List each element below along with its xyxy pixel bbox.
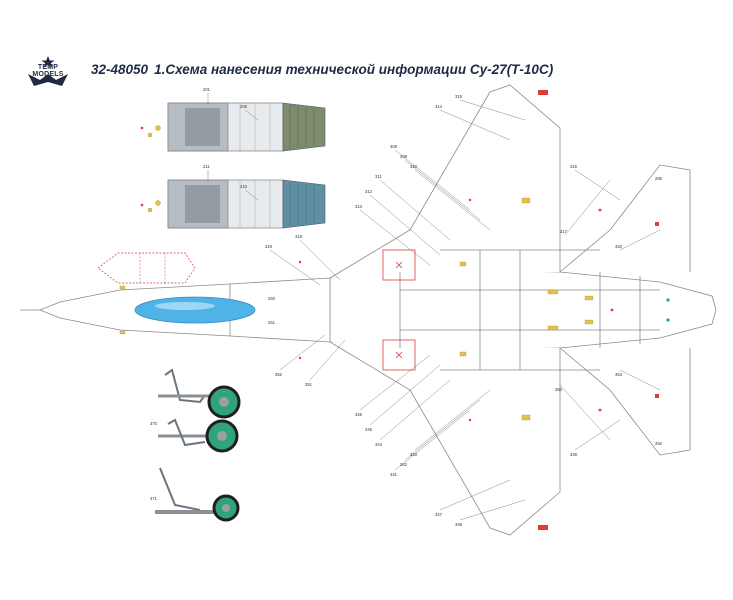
logo-emblem (28, 56, 68, 86)
main-gear-2 (158, 418, 239, 453)
callout: 343 (410, 452, 418, 457)
kit-code: 32-48050 (91, 62, 149, 77)
callout: 351 (305, 382, 313, 387)
callout: 261 (268, 320, 276, 325)
callout: 313 (355, 204, 363, 209)
callout: 201 (203, 87, 211, 92)
callout: 309 (400, 154, 408, 159)
callout: 260 (268, 296, 276, 301)
canopy-side-panel (97, 252, 196, 284)
engine-nozzle-top (167, 102, 326, 152)
callout: 315 (455, 94, 463, 99)
callout: 346 (355, 412, 363, 417)
nose-gear (155, 467, 240, 522)
callout: 317 (560, 229, 568, 234)
main-gear-1 (158, 368, 241, 419)
callout: 344 (375, 442, 383, 447)
leader-lines (207, 93, 661, 521)
callout: 211 (203, 164, 210, 169)
callout: 314 (435, 104, 443, 109)
callout: 310 (410, 164, 418, 169)
callout: 352 (275, 372, 283, 377)
temp-models-logo: TEMP MODELS (22, 56, 74, 96)
callout: 348 (455, 522, 463, 527)
callout: 341 (390, 472, 398, 477)
page-title: 32-48050 1.Схема нанесения технической ин… (91, 62, 553, 77)
callout: 347 (435, 512, 443, 517)
callout: 286 (655, 176, 663, 181)
callout: 210 (240, 184, 248, 189)
callout: 319 (265, 244, 273, 249)
callout: 320 (615, 244, 623, 249)
engine-nozzle-bottom (167, 179, 326, 229)
callout: 308 (390, 144, 398, 149)
callout: 342 (400, 462, 408, 467)
callout-labels: 308 309 310 311 312 313 314 315 316 317 … (150, 87, 663, 527)
walkway-markings (382, 249, 416, 371)
callout: 370 (150, 421, 158, 426)
canopy (134, 296, 256, 324)
su27-planform (20, 84, 717, 536)
callout: 200 (240, 104, 248, 109)
callout: 350 (555, 387, 563, 392)
logo-brand-text: TEMP MODELS (32, 64, 64, 78)
callout: 312 (365, 189, 373, 194)
callout: 371 (150, 496, 158, 501)
callout: 311 (375, 174, 382, 179)
callout: 292 (655, 441, 663, 446)
callout: 349 (570, 452, 578, 457)
callout: 318 (295, 234, 303, 239)
scheme-title: 1.Схема нанесения технической информации… (154, 62, 554, 77)
callout: 316 (570, 164, 578, 169)
callout: 345 (365, 427, 373, 432)
callout: 353 (615, 372, 623, 377)
